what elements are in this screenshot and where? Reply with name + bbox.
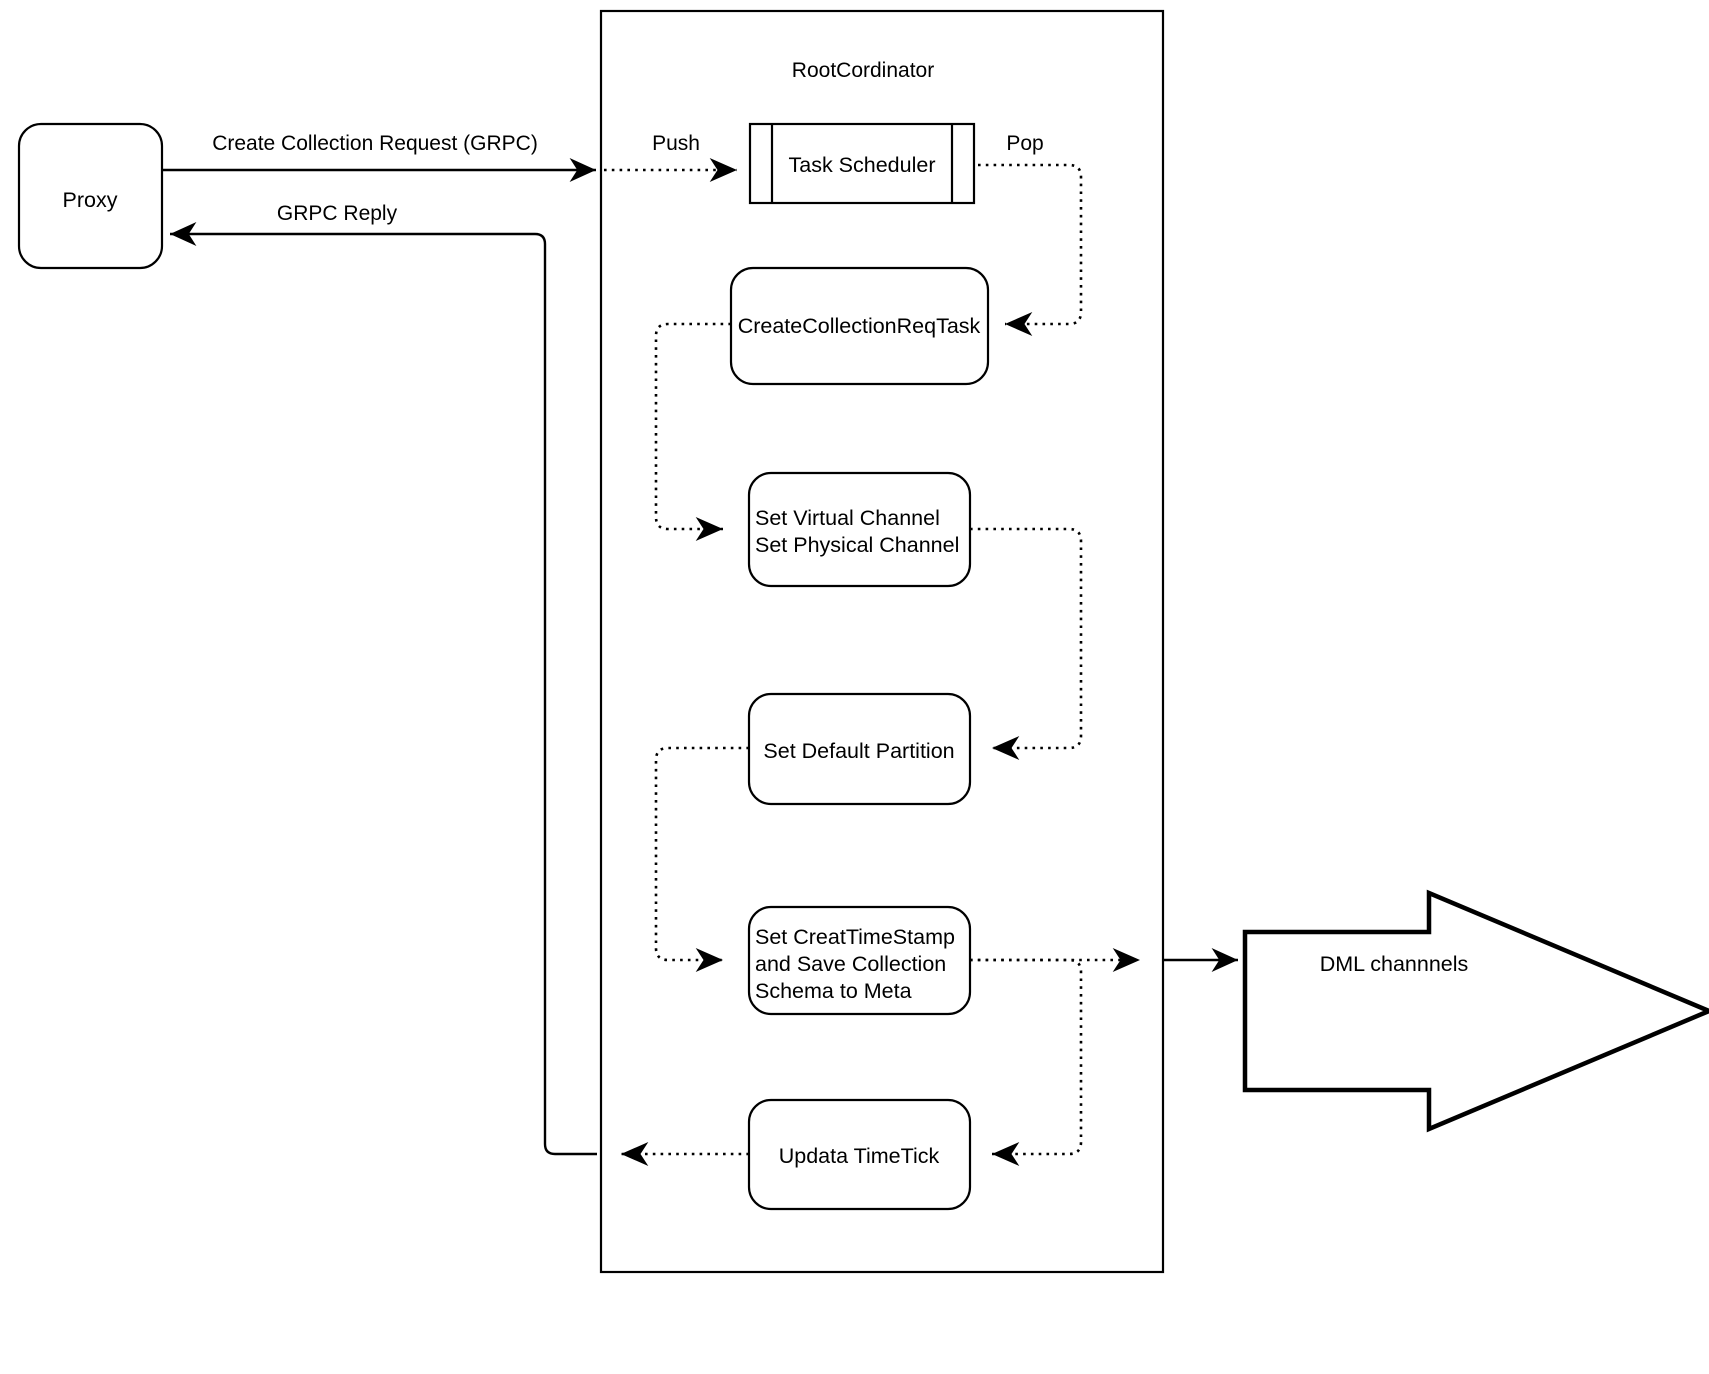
edge-task-to-channel: [654, 322, 731, 541]
edge-channel-to-partition: [970, 527, 1083, 760]
node-set-channel-label-line2: Set Physical Channel: [755, 533, 959, 557]
node-create-collection-req-task[interactable]: CreateCollectionReqTask: [729, 266, 990, 386]
root-cordinator-boundary: [599, 9, 1165, 1274]
node-set-default-partition[interactable]: Set Default Partition: [747, 692, 972, 806]
node-set-timestamp-label-line1: Set CreatTimeStamp: [755, 925, 955, 949]
node-update-timetick-label: Updata TimeTick: [779, 1144, 940, 1168]
edge-pop: [978, 163, 1083, 336]
node-dml-channels[interactable]: DML channnels: [1242, 889, 1709, 1133]
node-proxy-label: Proxy: [63, 188, 118, 212]
node-set-channel[interactable]: Set Virtual Channel Set Physical Channel: [747, 471, 972, 588]
node-set-default-partition-label: Set Default Partition: [763, 739, 954, 763]
node-proxy[interactable]: Proxy: [17, 122, 164, 270]
node-task-scheduler[interactable]: Task Scheduler: [748, 122, 976, 205]
edge-grpc-reply-label: GRPC Reply: [277, 202, 398, 225]
edge-partition-to-timestamp: [654, 746, 749, 972]
node-set-timestamp-label-line3: Schema to Meta: [755, 979, 912, 1003]
node-set-timestamp-label-line2: and Save Collection: [755, 952, 946, 976]
node-dml-channels-label: DML channnels: [1320, 952, 1469, 976]
node-update-timetick[interactable]: Updata TimeTick: [747, 1098, 972, 1211]
edge-timestamp-to-timetick: [970, 958, 1083, 1166]
root-cordinator-title: RootCordinator: [792, 59, 934, 82]
node-set-timestamp[interactable]: Set CreatTimeStamp and Save Collection S…: [747, 905, 972, 1016]
node-task-scheduler-label: Task Scheduler: [789, 153, 936, 177]
edge-create-collection-request-label: Create Collection Request (GRPC): [212, 132, 538, 155]
edge-pop-label: Pop: [1006, 132, 1043, 155]
node-create-collection-req-task-label: CreateCollectionReqTask: [738, 314, 981, 338]
node-set-channel-label-line1: Set Virtual Channel: [755, 506, 940, 530]
edge-push-label: Push: [652, 132, 700, 155]
edge-grpc-reply: [170, 222, 597, 1156]
